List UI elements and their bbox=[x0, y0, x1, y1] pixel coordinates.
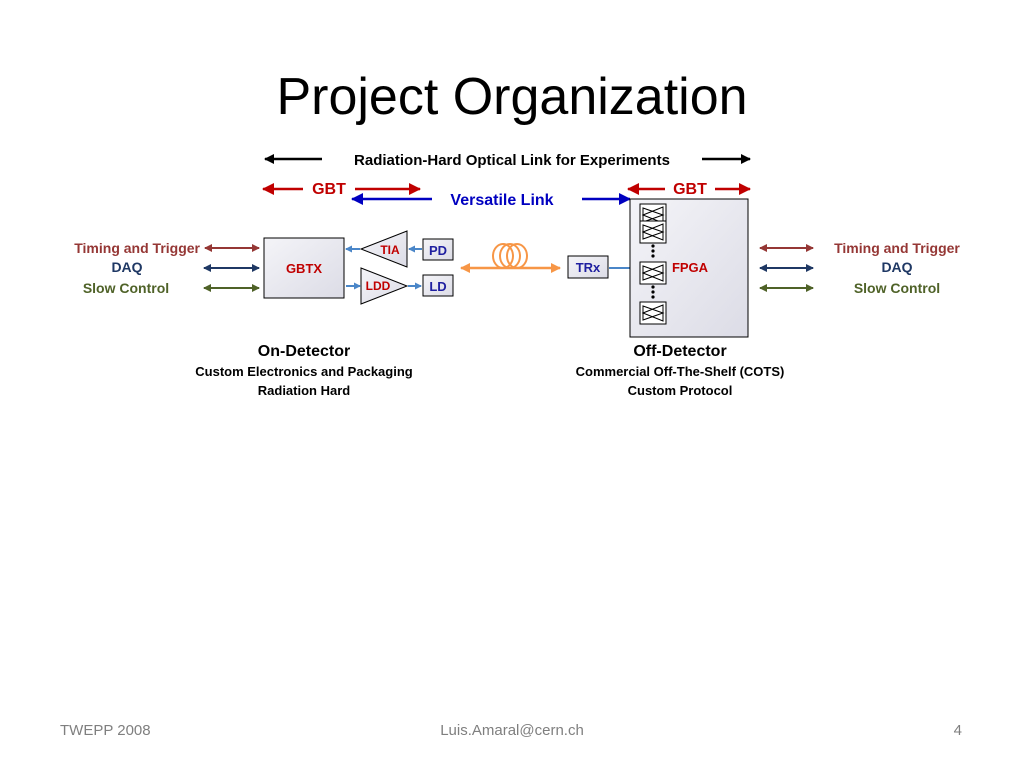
left-slow-label: Slow Control bbox=[83, 280, 169, 296]
fpga-channel-3 bbox=[639, 261, 667, 285]
right-daq-label: DAQ bbox=[881, 259, 912, 275]
off-detector-heading: Off-Detector bbox=[633, 343, 726, 360]
ldd-label: LDD bbox=[366, 279, 391, 293]
fpga-channel-2 bbox=[639, 220, 667, 244]
off-detector-line2: Custom Protocol bbox=[628, 383, 733, 398]
ld-box bbox=[422, 274, 454, 297]
off-detector-line1: Commercial Off-The-Shelf (COTS) bbox=[576, 364, 785, 379]
footer-event: TWEPP 2008 bbox=[60, 722, 151, 739]
tia-amplifier bbox=[359, 230, 408, 268]
top-link-label: Radiation-Hard Optical Link for Experime… bbox=[354, 152, 670, 169]
on-detector-line2: Radiation Hard bbox=[258, 383, 351, 398]
left-timing-label: Timing and Trigger bbox=[74, 240, 200, 256]
trx-box bbox=[567, 255, 609, 279]
trx-label: TRx bbox=[576, 260, 601, 275]
versatile-link-label: Versatile Link bbox=[450, 192, 553, 209]
footer-page-number: 4 bbox=[953, 722, 962, 739]
slide-title: Project Organization bbox=[276, 68, 748, 126]
gbtx-box bbox=[263, 237, 345, 299]
fpga-ellipsis-2 bbox=[651, 285, 655, 299]
on-detector-line1: Custom Electronics and Packaging bbox=[195, 364, 413, 379]
ld-label: LD bbox=[429, 279, 446, 294]
optical-fiber-icon bbox=[492, 243, 528, 269]
fpga-label: FPGA bbox=[672, 260, 709, 275]
fpga-channel-4 bbox=[639, 301, 667, 325]
right-slow-label: Slow Control bbox=[854, 280, 940, 296]
left-daq-label: DAQ bbox=[111, 259, 142, 275]
footer-email: Luis.Amaral@cern.ch bbox=[440, 722, 584, 739]
on-detector-heading: On-Detector bbox=[258, 343, 350, 360]
tia-label: TIA bbox=[380, 243, 400, 257]
pd-label: PD bbox=[429, 243, 447, 258]
right-timing-label: Timing and Trigger bbox=[834, 240, 960, 256]
gbtx-label: GBTX bbox=[286, 261, 322, 276]
gbt-right-label: GBT bbox=[673, 181, 707, 198]
pd-box bbox=[422, 238, 454, 261]
gbt-left-label: GBT bbox=[312, 181, 346, 198]
ldd-driver bbox=[360, 267, 409, 305]
fpga-ellipsis-1 bbox=[651, 244, 655, 258]
